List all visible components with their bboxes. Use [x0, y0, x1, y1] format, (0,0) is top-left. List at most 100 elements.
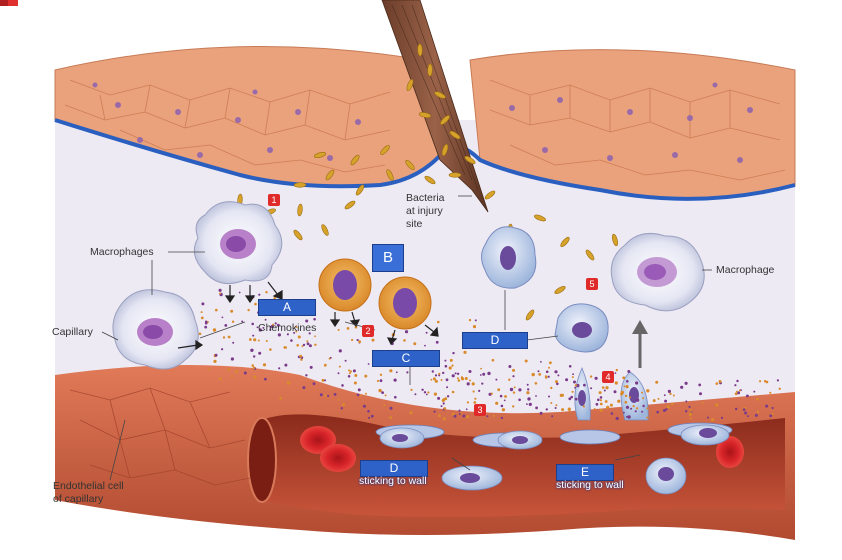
- chemokine-dot: [324, 379, 327, 382]
- chemokine-dot: [614, 381, 618, 385]
- bacterium: [440, 115, 450, 125]
- chemokine-dot: [500, 416, 504, 420]
- chemokine-dot: [512, 375, 515, 378]
- chemokine-dot: [327, 394, 330, 397]
- chemokine-dot: [512, 391, 516, 394]
- chemokine-dot: [230, 309, 234, 313]
- chemokine-dot: [667, 389, 672, 393]
- chemokine-dot: [314, 343, 317, 346]
- answer-box-b[interactable]: B: [372, 244, 404, 272]
- chemokine-dot: [492, 414, 495, 417]
- bacterium: [611, 233, 619, 247]
- chemokine-dot: [570, 395, 573, 399]
- chemokine-dot: [435, 340, 439, 344]
- chemokine-dot: [452, 351, 455, 355]
- chemokine-dot: [461, 377, 465, 381]
- chemokine-dot: [381, 391, 384, 394]
- label-bacteria-3: site: [406, 218, 423, 230]
- chemokine-dot: [351, 338, 354, 342]
- chemokine-dot: [623, 385, 626, 388]
- chemokine-dot: [265, 340, 268, 342]
- chemokine-dot: [446, 386, 449, 389]
- chemokine-dot: [274, 322, 277, 325]
- chemokine-dot: [367, 410, 370, 413]
- answer-box-a[interactable]: A: [258, 299, 316, 316]
- chemokine-dot: [624, 400, 628, 404]
- chemokine-dot: [769, 391, 772, 394]
- chemokine-dot: [544, 375, 548, 378]
- chemokine-dot: [466, 401, 469, 404]
- chemokine-dot: [548, 395, 550, 398]
- chemokine-dot: [625, 416, 628, 418]
- chemokine-dot: [251, 322, 254, 326]
- chemokine-dot: [383, 404, 386, 407]
- splinter: [381, 0, 489, 213]
- chemokine-dot: [623, 411, 625, 414]
- chemokine-dot: [473, 401, 477, 404]
- bacterium: [448, 172, 462, 178]
- chemokine-dot: [626, 380, 629, 383]
- chemokine-dot: [582, 405, 586, 408]
- chemokine-dot: [666, 405, 670, 409]
- chemokine-dot: [671, 402, 674, 406]
- bacterium: [355, 184, 365, 196]
- chemokine-dot: [599, 402, 603, 406]
- chemokine-dot: [706, 416, 709, 419]
- chemokine-dot: [499, 394, 503, 398]
- chemokine-dot: [200, 311, 203, 314]
- chemokine-dot: [518, 398, 521, 402]
- chemokine-dot: [238, 291, 241, 294]
- chemokine-dot: [347, 375, 351, 378]
- chemokine-dot: [353, 381, 357, 385]
- chemokine-dot: [370, 414, 374, 418]
- chemokine-dot: [442, 402, 445, 405]
- chemokine-dot: [437, 396, 441, 400]
- chemokine-dot: [469, 379, 471, 382]
- chemokine-dot: [340, 407, 343, 410]
- chemokine-dot: [549, 361, 552, 365]
- chemokine-dot: [663, 394, 666, 397]
- chemokine-dot: [349, 370, 352, 373]
- chemokine-dot: [545, 408, 548, 411]
- bacterium: [464, 155, 476, 165]
- chemokine-dot: [342, 403, 346, 407]
- red-blood-cell: [320, 444, 356, 472]
- chemokine-dot: [301, 345, 304, 348]
- chemokine-particles: [198, 288, 781, 422]
- chemokine-dot: [465, 408, 468, 411]
- chemokine-dot: [356, 338, 359, 342]
- chemokine-dot: [605, 386, 609, 390]
- chemokine-dot: [458, 409, 461, 412]
- chemokine-dot: [554, 407, 557, 409]
- chemokine-dot: [632, 405, 635, 408]
- chemokine-dot: [241, 320, 244, 323]
- answer-box-d-upper[interactable]: D: [462, 332, 528, 349]
- chemokine-dot: [413, 342, 417, 346]
- answer-box-e[interactable]: E: [556, 464, 614, 481]
- bacterium: [293, 229, 303, 241]
- answer-box-d-lower[interactable]: D: [360, 460, 428, 477]
- chemokine-dot: [464, 377, 468, 380]
- chemokine-dot: [635, 398, 640, 402]
- chemokine-dot: [324, 394, 327, 397]
- step-marker-1: 1: [268, 194, 280, 206]
- bacterium: [449, 130, 461, 140]
- chemokine-dot: [662, 409, 666, 412]
- chemokine-dot: [389, 369, 393, 373]
- label-endothelial-2: of capillary: [53, 493, 104, 505]
- answer-box-c[interactable]: C: [372, 350, 440, 367]
- chemokine-dot: [221, 316, 224, 319]
- chemokine-dot: [409, 411, 413, 415]
- caption-sticking-right: sticking to wall: [556, 479, 624, 491]
- chemokine-dot: [627, 370, 631, 373]
- chemokine-dot: [269, 328, 272, 331]
- chemokine-dot: [262, 363, 267, 367]
- bacterium: [418, 112, 432, 118]
- chemokine-dot: [403, 339, 406, 342]
- chemokine-dot: [319, 393, 323, 397]
- chemokine-dot: [427, 391, 430, 394]
- chemokine-dot: [497, 388, 501, 392]
- chemokine-dot: [364, 392, 367, 395]
- chemokine-dot: [344, 359, 347, 362]
- chemokine-dot: [628, 396, 632, 399]
